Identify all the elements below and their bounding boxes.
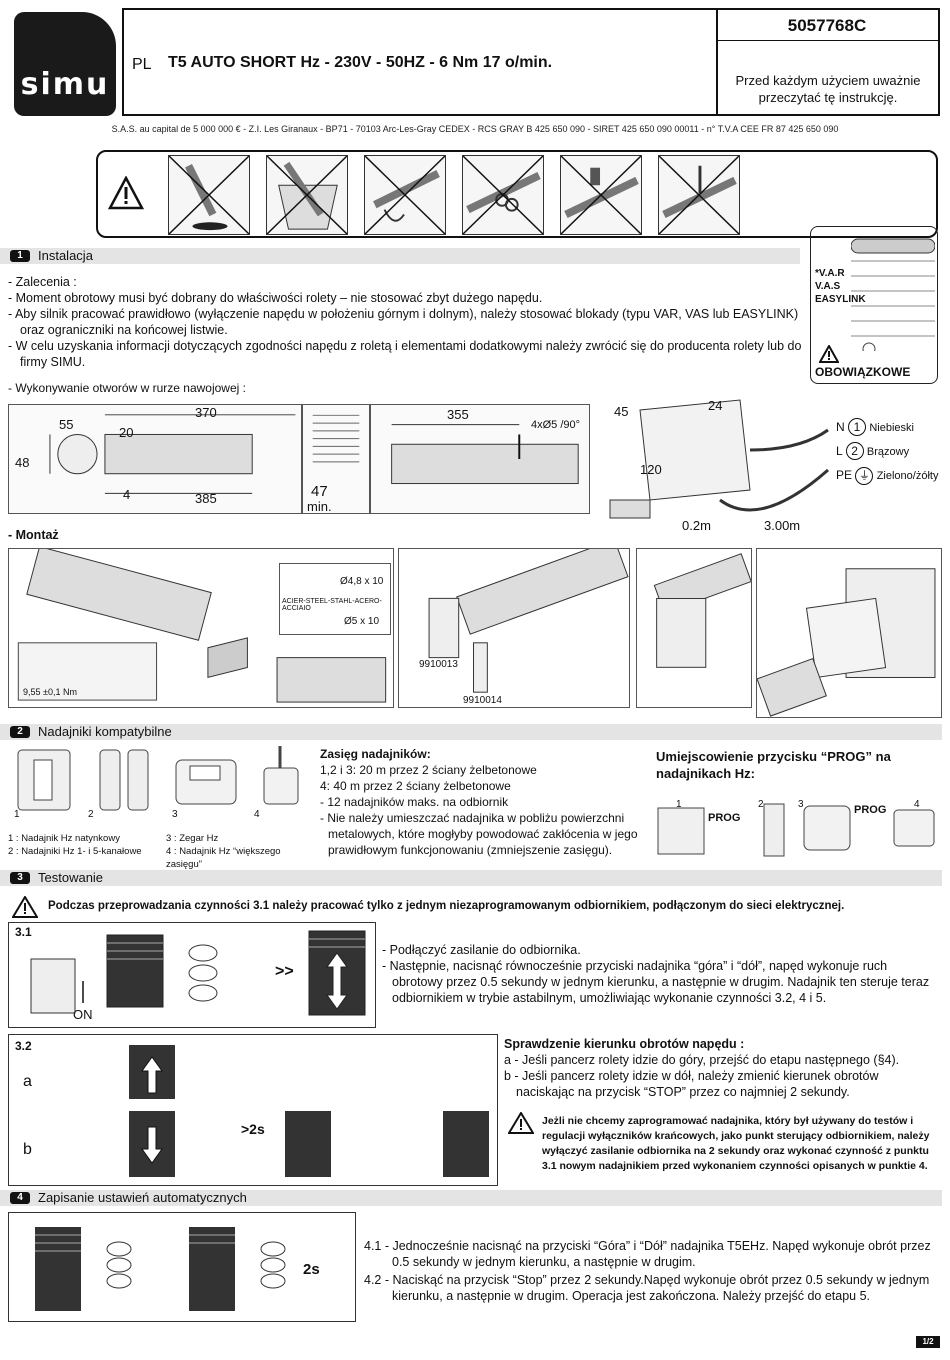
header-box: PL T5 AUTO SHORT Hz - 230V - 50HZ - 6 Nm… (122, 8, 940, 116)
section-3-title: Testowanie (38, 870, 104, 885)
cable-wiring-diagram: 45 24 120 0.2m 3.00m N 1 Niebieski L 2 B… (600, 390, 940, 538)
no-drill-icon (658, 155, 740, 235)
section-2-title: Nadajniki kompatybilne (38, 724, 172, 739)
no-hammer-icon (560, 155, 642, 235)
no-drop-icon (168, 155, 250, 235)
torque-label: 9,55 ±0,1 Nm (23, 687, 77, 697)
warning-icon (12, 896, 38, 918)
drill-holes-diagram: 355 4xØ5 /90° (370, 404, 590, 514)
holes-title: - Wykonywanie otworów w rurze nawojowej … (8, 381, 246, 395)
step-4-figure: 2s (8, 1212, 356, 1322)
document-code: 5057768C (787, 16, 867, 35)
warning-icon (108, 176, 144, 210)
simu-logo: simu (14, 12, 116, 116)
recommendations: - Zalecenia : - Moment obrotowy musi być… (8, 275, 802, 369)
step-3-2-figure: 3.2 a b >2s (8, 1034, 498, 1186)
prog-title: Umiejscowienie przycisku “PROG” na nadaj… (656, 749, 891, 781)
no-cut-cable-icon (462, 155, 544, 235)
section-4-title: Zapisanie ustawień automatycznych (38, 1190, 247, 1205)
tube-dimension-diagram: 370 55 20 48 4 385 (8, 404, 302, 514)
read-notice: Przed każdym użyciem uważnie przeczytać … (735, 73, 921, 105)
ground-icon: ⏚ (855, 467, 874, 485)
step-3-1-figure: 3.1 ON >> (8, 922, 376, 1028)
legal-line: S.A.S. au capital de 5 000 000 € - Z.I. … (111, 124, 839, 134)
reprogram-note: Jeżli nie chcemy zaprogramować nadajnika… (542, 1115, 930, 1172)
language-code: PL (132, 56, 152, 73)
warning-icon (508, 1112, 534, 1134)
step-4-text: 4.1 - Jednocześnie nacisnąć na przyciski… (364, 1239, 931, 1303)
section-1-header: 1 Instalacja (0, 248, 800, 264)
section-1-title: Instalacja (38, 248, 93, 263)
section-3-header: 3 Testowanie (0, 870, 942, 886)
page-number: 1/2 (916, 1336, 940, 1348)
screw-spec-box: Ø4,8 x 10 ACIER-STEEL-STAHL-ACERO-ACCIAI… (279, 563, 391, 635)
motor-assembly-diagram: Ø4,8 x 10 ACIER-STEEL-STAHL-ACERO-ACCIAI… (8, 545, 394, 708)
mount-title: - Montaż (8, 528, 59, 542)
section-4-header: 4 Zapisanie ustawień automatycznych (0, 1190, 942, 1206)
transmitter-range: Zasięg nadajników: 1,2 i 3: 20 m przez 2… (320, 747, 638, 857)
step-3-1-text: - Podłączyć zasilanie do odbiornika. - N… (382, 943, 930, 1005)
shutter-min-diagram: 47 min. (302, 404, 370, 514)
section-3-warning: Podczas przeprowadzania czynności 3.1 na… (48, 900, 845, 912)
direction-check: Sprawdzenie kierunku obrotów napędu : a … (504, 1037, 900, 1099)
no-water-icon (266, 155, 348, 235)
plate-mount-diagram (636, 548, 752, 708)
mandatory-label: OBOWIĄZKOWE (815, 365, 911, 379)
bracket-mount-diagram: 9910013 9910014 (398, 538, 630, 708)
warning-icon (819, 345, 839, 363)
wire-legend: N 1 Niebieski L 2 Brązowy PE ⏚ Zielono/ż… (836, 416, 938, 488)
no-cable-pull-icon (364, 155, 446, 235)
head-mount-diagram (756, 548, 942, 718)
section-2-header: 2 Nadajniki kompatybilne (0, 724, 942, 740)
prohibited-actions-strip (96, 150, 938, 238)
product-title: T5 AUTO SHORT Hz - 230V - 50HZ - 6 Nm 17… (168, 54, 553, 71)
